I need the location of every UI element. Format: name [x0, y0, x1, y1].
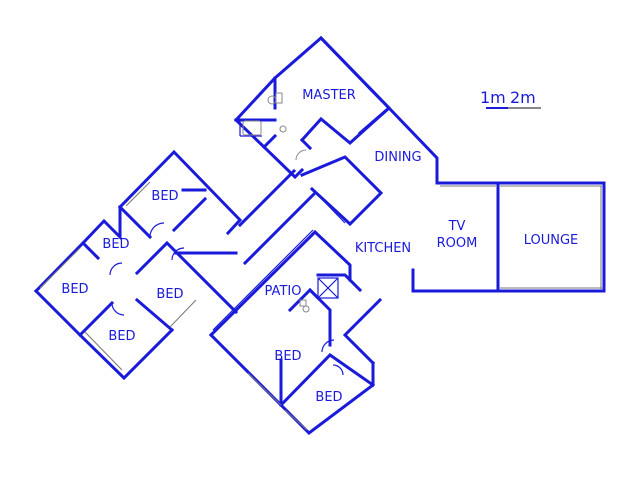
patio-utility-room: [316, 273, 363, 299]
scale-label-1m: 1m: [480, 88, 506, 107]
living-area-walls: [318, 35, 606, 366]
lower-wing-fixtures: [247, 299, 344, 431]
room-label-bed-2: BED: [102, 237, 129, 252]
kitchen-walls: [300, 155, 384, 227]
patio-walls: [208, 168, 352, 338]
left-wing-door-swings: [109, 222, 185, 316]
master-suite-walls: [233, 35, 392, 180]
room-label-bed-3: BED: [61, 282, 88, 297]
room-label-bed-4: BED: [156, 287, 183, 302]
master-bathroom-fixtures: [242, 92, 307, 161]
room-label-bed-5: BED: [108, 329, 135, 344]
room-label-patio: PATIO: [265, 284, 302, 299]
room-label-tv-room-line2: ROOM: [437, 236, 478, 251]
room-label-kitchen: KITCHEN: [355, 241, 411, 256]
left-wing-walls: [33, 149, 243, 381]
room-label-master: MASTER: [302, 88, 356, 103]
room-label-bed-7: BED: [315, 390, 342, 405]
room-label-lounge: LOUNGE: [524, 233, 579, 248]
room-label-dining: DINING: [374, 150, 421, 165]
left-wing-windows: [39, 181, 197, 371]
room-label-bed-6: BED: [274, 349, 301, 364]
room-label-tv-room-line1: TV: [448, 219, 466, 234]
scale-label-2m: 2m: [510, 88, 536, 107]
lounge-windows: [440, 185, 602, 289]
room-label-bed-1: BED: [151, 189, 178, 204]
